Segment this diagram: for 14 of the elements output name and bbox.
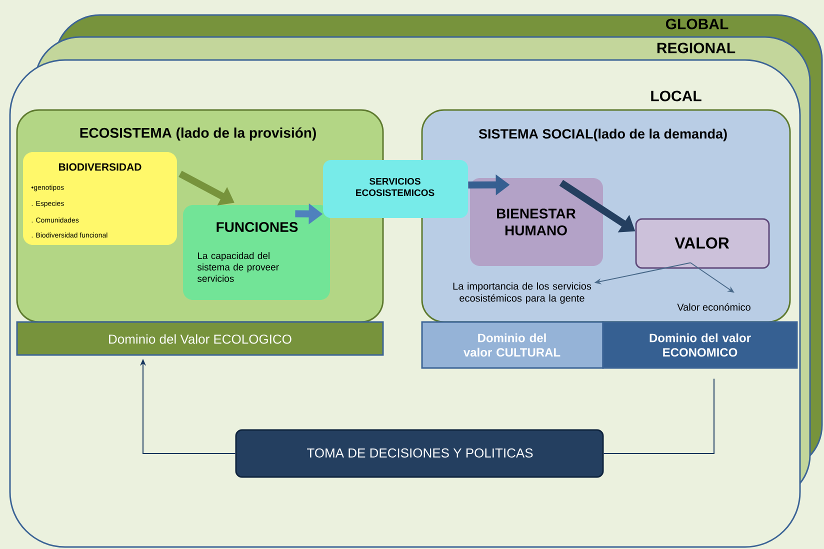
domain-bar: Dominio del Valor ECOLOGICO <box>16 321 384 356</box>
scale-label: GLOBAL <box>666 18 728 30</box>
scale-label: REGIONAL <box>657 42 736 54</box>
caption-text: La importancia de los servicios ecosistémicos para la gente <box>453 282 592 304</box>
process-box: FUNCIONES La capacidad del sistema de proveer servicios <box>183 205 330 300</box>
process-box: VALOR <box>635 218 770 269</box>
caption-text: Valor económico <box>677 303 750 311</box>
process-box: TOMA DE DECISIONES Y POLITICAS <box>235 429 604 478</box>
domain-bar: Dominio del valor ECONOMICO <box>602 321 798 369</box>
connector-line <box>603 378 714 454</box>
domain-bar: Dominio del valor CULTURAL <box>421 321 604 369</box>
scale-label: LOCAL <box>651 90 702 102</box>
process-box: BIENESTAR HUMANO <box>470 178 603 266</box>
process-box: SERVICIOS ECOSISTEMICOS <box>323 160 468 218</box>
